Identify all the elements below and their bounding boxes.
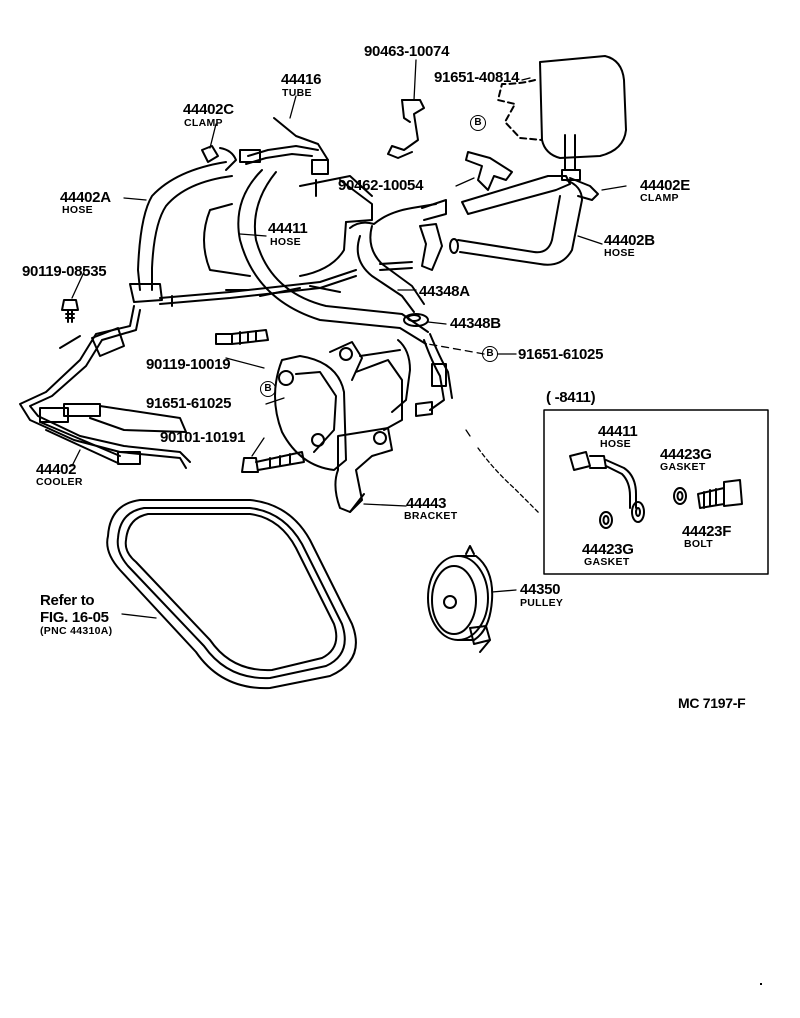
label-90119-10019: 90119-10019 (146, 356, 231, 373)
pressure-hose-44411 (237, 169, 429, 345)
refer-note-line2: FIG. 16-05 (40, 609, 109, 626)
label-44411: 44411 (268, 220, 308, 237)
pump-mount (274, 341, 403, 471)
pump-body (203, 175, 411, 413)
return-hose-44402b (449, 175, 599, 266)
b-marker-pipe: B (482, 346, 498, 362)
bolt-90119-10019 (215, 329, 269, 345)
label-44348a: 44348A (419, 283, 470, 300)
clip-90463-10074 (387, 99, 425, 159)
hose-44348a (349, 199, 447, 327)
label-90119-08535: 90119-08535 (22, 263, 107, 280)
inset-hose-44411 (569, 451, 645, 523)
pulley-44350 (427, 545, 494, 653)
figure-code: MC 7197-F (678, 695, 746, 711)
inset-label-44411: 44411 (598, 423, 638, 440)
v-belt (106, 499, 357, 690)
inset-box (543, 409, 769, 575)
refer-note-line3: (PNC 44310A) (40, 625, 113, 637)
label-44443-desc: BRACKET (404, 510, 458, 522)
label-44402b-desc: HOSE (604, 247, 635, 259)
inset-label-44423f: 44423F (682, 523, 732, 540)
label-90101-10191: 90101-10191 (160, 429, 246, 446)
label-44402e-desc: CLAMP (640, 192, 679, 204)
label-44402c: 44402C (183, 101, 234, 118)
bracket-44443 (334, 427, 393, 513)
label-91651-61025-left: 91651-61025 (146, 395, 232, 412)
label-91651-61025-right: 91651-61025 (518, 346, 604, 363)
label-44350: 44350 (520, 581, 561, 598)
label-44402c-desc: CLAMP (184, 117, 223, 129)
inset-label-44423g-bottom: 44423G (582, 541, 634, 558)
hose-44402a (129, 161, 233, 303)
inset-title: ( -8411) (546, 389, 596, 406)
label-44416-desc: TUBE (282, 87, 312, 99)
leader-lines (71, 59, 627, 619)
inset-label-44423g-bottom-desc: GASKET (584, 556, 630, 568)
label-44402e: 44402E (640, 177, 690, 194)
clamp-44402c (201, 145, 237, 171)
b-marker-pump: B (260, 381, 276, 397)
label-90463-10074: 90463-10074 (364, 43, 450, 60)
label-44402-desc: COOLER (36, 476, 83, 488)
pressure-pipe (415, 333, 453, 417)
label-44402b: 44402B (604, 232, 655, 249)
label-44402: 44402 (36, 461, 77, 478)
b-marker-reservoir: B (470, 115, 486, 131)
label-90462-10054: 90462-10054 (338, 177, 424, 194)
refer-note-line1: Refer to (40, 592, 95, 609)
label-91651-40814: 91651-40814 (434, 69, 520, 86)
label-44443: 44443 (406, 495, 447, 512)
inset-label-44423g-top: 44423G (660, 446, 712, 463)
cooler-44402 (19, 269, 357, 469)
inset-label-44411-desc: HOSE (600, 438, 631, 450)
tube-44416 (239, 117, 329, 175)
inset-label-44423f-desc: BOLT (684, 538, 713, 550)
label-44411-desc: HOSE (270, 236, 301, 248)
bolt-90119-08535 (61, 299, 79, 323)
inset-label-44423g-top-desc: GASKET (660, 461, 706, 473)
label-44350-desc: PULLEY (520, 597, 564, 609)
label-44402a: 44402A (60, 189, 111, 206)
label-44348b: 44348B (450, 315, 501, 332)
label-44416: 44416 (281, 71, 322, 88)
label-44402a-desc: HOSE (62, 204, 93, 216)
bracket-90462-10054 (465, 151, 513, 191)
inset-gaskets-bolt (599, 479, 743, 529)
bolt-90101-10191 (241, 451, 305, 473)
